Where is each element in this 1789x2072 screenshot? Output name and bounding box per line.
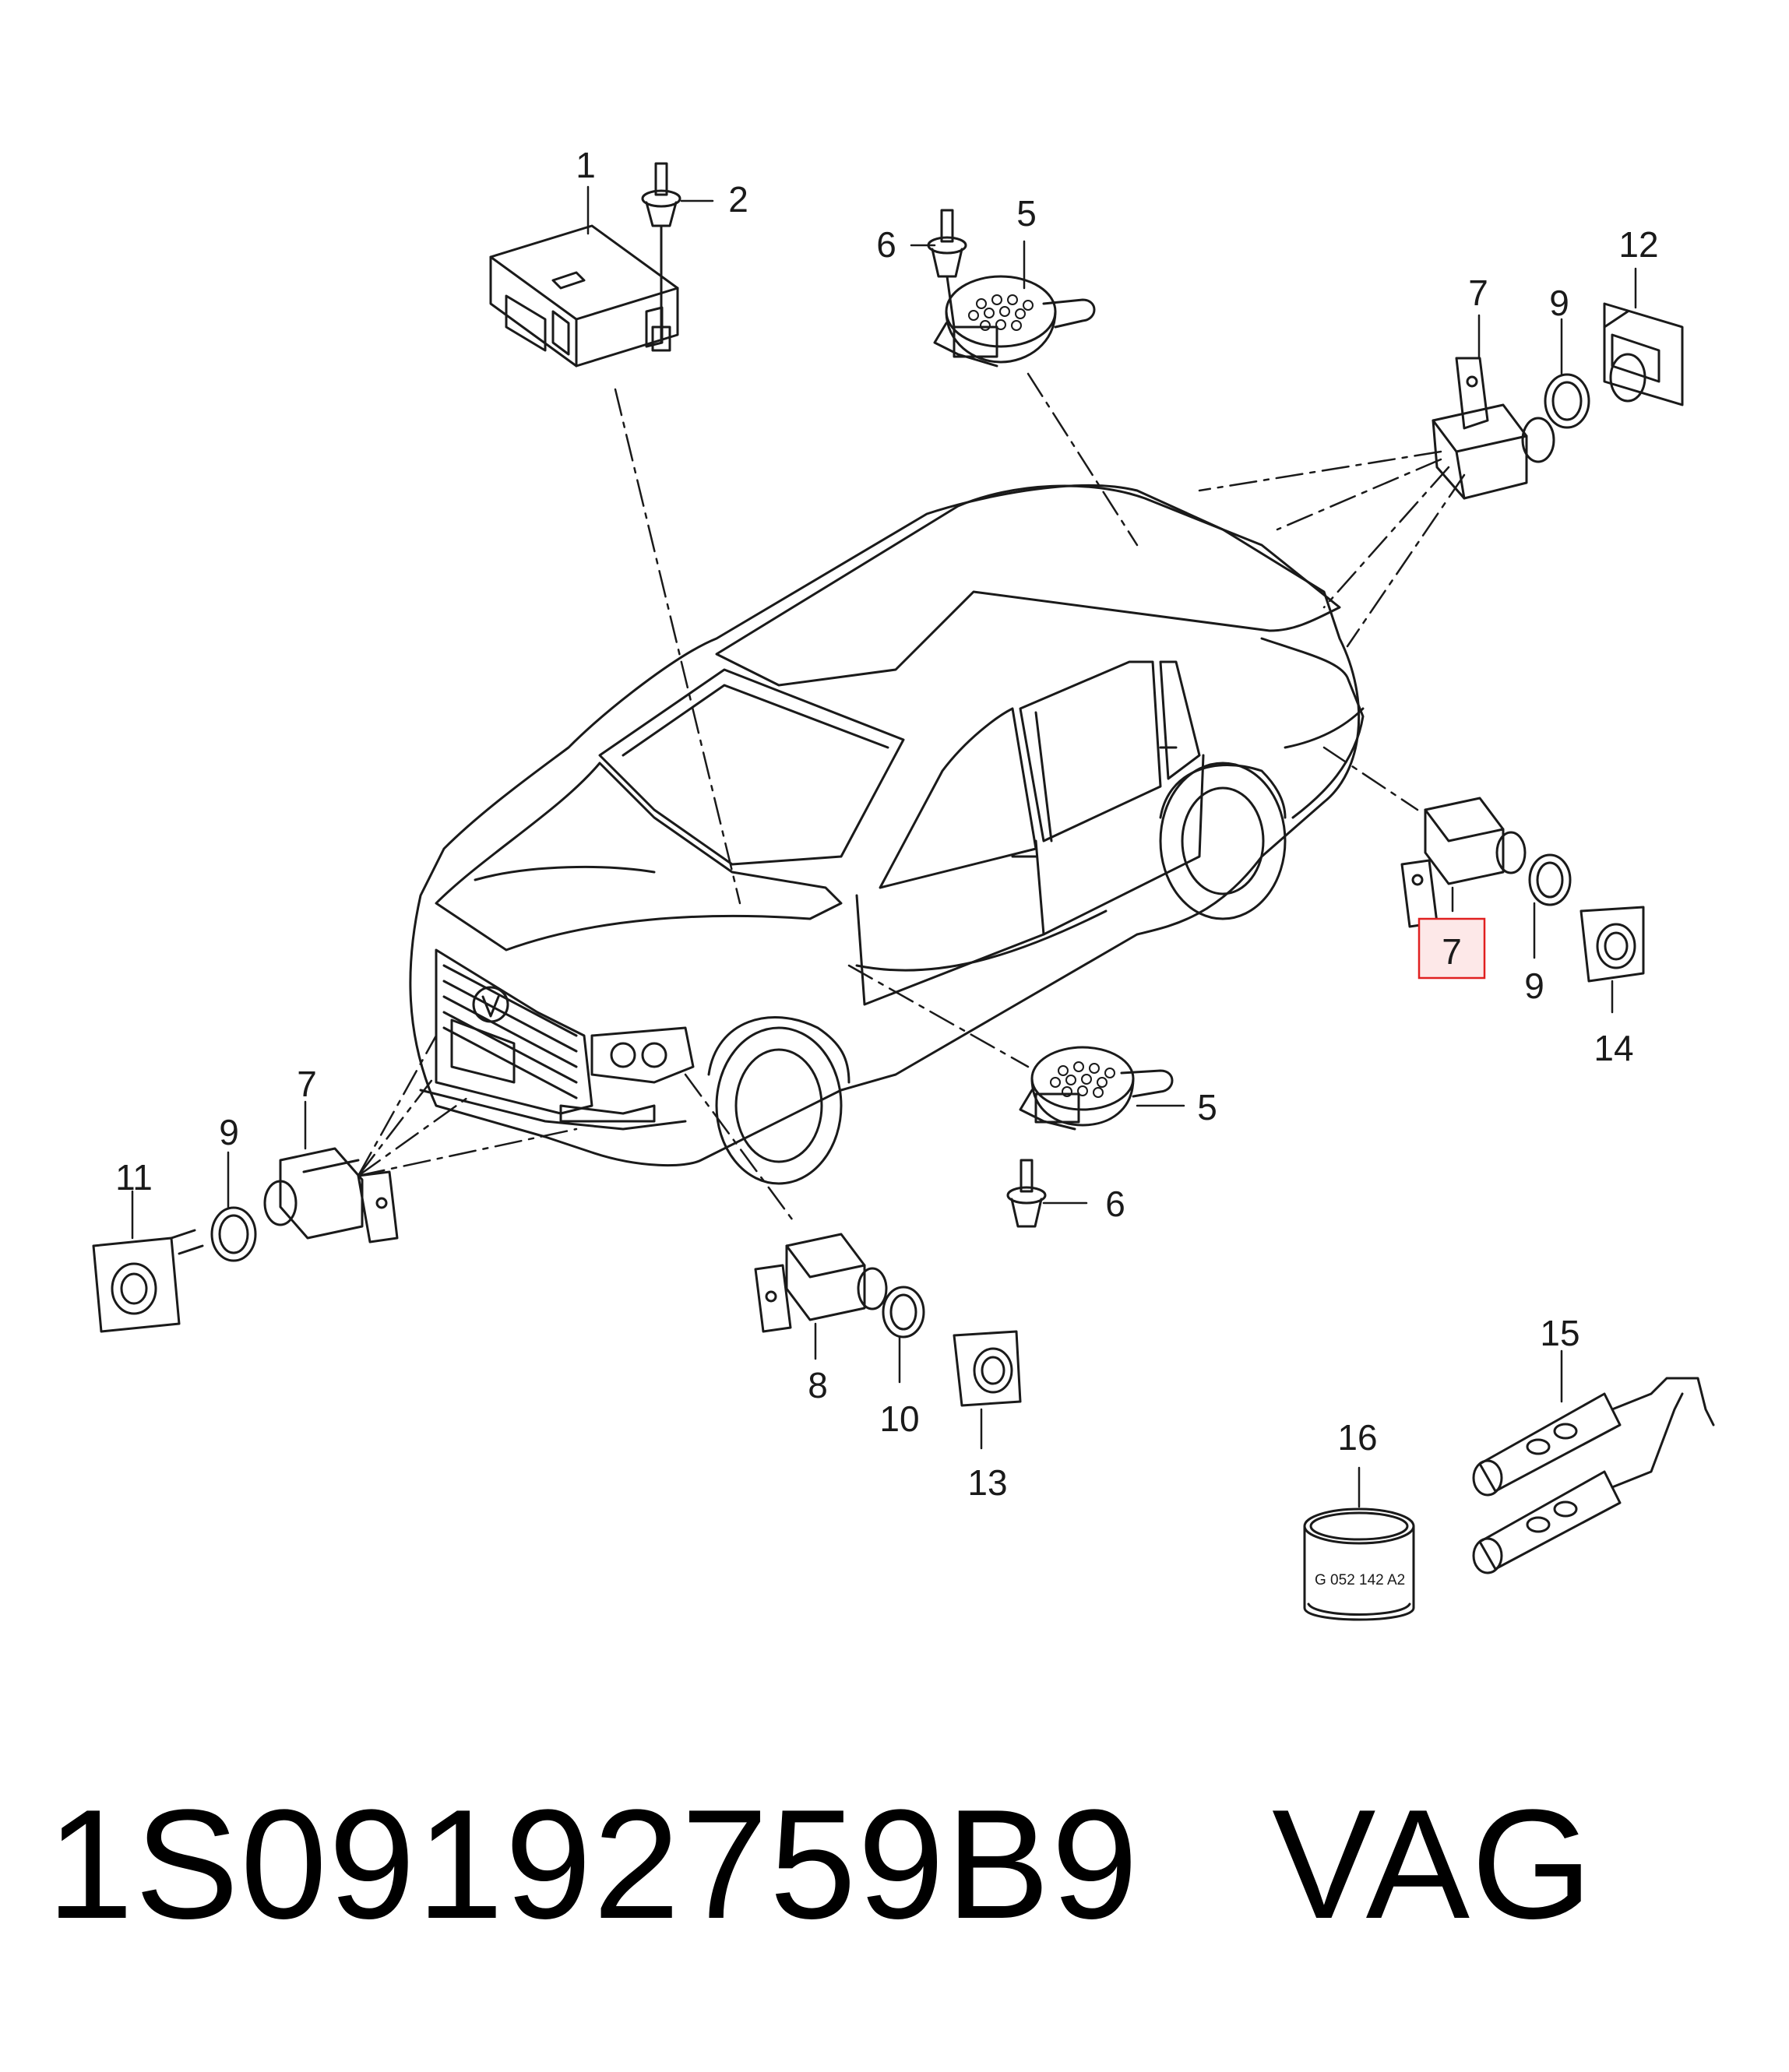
brand-name: VAG: [1272, 1778, 1594, 1951]
ring-10: [882, 1286, 925, 1339]
ring-top-right: [1544, 373, 1590, 429]
callout-2: 2: [728, 179, 748, 220]
callout-5-top: 5: [1016, 193, 1037, 234]
callout-6-top: 6: [876, 224, 896, 265]
callout-14: 14: [1594, 1028, 1633, 1068]
callout-7-left: 7: [297, 1064, 317, 1104]
bracket-12: [1603, 302, 1684, 406]
sticks-15: [1472, 1377, 1715, 1574]
callout-1: 1: [576, 145, 596, 185]
callout-16: 16: [1337, 1417, 1377, 1458]
callout-6-bottom: 6: [1105, 1184, 1125, 1224]
callout-9-left: 9: [219, 1112, 239, 1152]
ring-left: [210, 1206, 257, 1262]
sensor-right: [1400, 797, 1527, 928]
callout-5-bottom: 5: [1197, 1087, 1217, 1127]
rivet-bottom: [1006, 1159, 1047, 1228]
callout-13: 13: [967, 1462, 1007, 1503]
callout-11: 11: [115, 1157, 153, 1198]
sensor-8: [754, 1233, 888, 1333]
car-illustration: [409, 484, 1365, 1185]
sensor-left: [263, 1147, 399, 1244]
sensor-top-right: [1432, 357, 1555, 500]
bracket-14: [1579, 906, 1645, 983]
callout-7-top: 7: [1468, 273, 1488, 313]
highlight-box: [1417, 917, 1486, 980]
tape-roll-16: [1303, 1507, 1415, 1621]
bracket-13: [953, 1330, 1022, 1407]
leader-lines: [357, 372, 1466, 1224]
callout-lines: [131, 185, 1637, 1508]
rivet-top: [927, 209, 967, 329]
callout-15: 15: [1540, 1313, 1579, 1353]
callout-9-right: 9: [1524, 966, 1544, 1006]
part-marking: G 052 142 A2: [1315, 1572, 1405, 1588]
part-number: 1S09192759B9: [47, 1778, 1140, 1951]
callout-numbers: 1 2 5 6 7 9 12 7 9 14 5 6 11 9 7 8 10 13…: [115, 145, 1658, 1503]
buzzer-top: [933, 275, 1096, 368]
ring-right: [1528, 853, 1572, 906]
bracket-11: [92, 1229, 204, 1333]
callout-12: 12: [1618, 224, 1658, 265]
callout-9-top: 9: [1549, 283, 1569, 323]
clip-2: [641, 162, 681, 352]
callout-8: 8: [808, 1365, 828, 1405]
control-unit: [489, 224, 679, 368]
callout-7-right: 7: [1442, 931, 1462, 972]
callout-10: 10: [879, 1398, 919, 1439]
buzzer-bottom: [1019, 1046, 1174, 1131]
